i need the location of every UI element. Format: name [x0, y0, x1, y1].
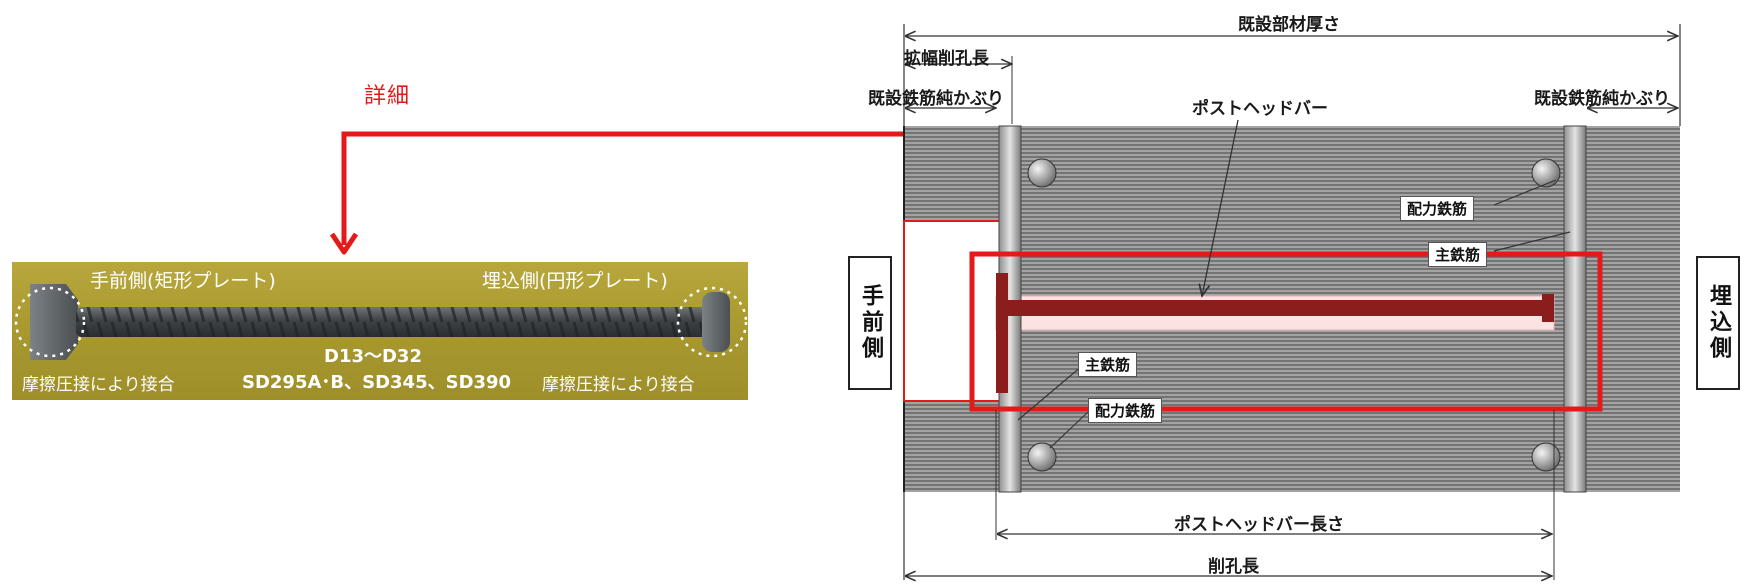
- distribution-rebar-right: [1563, 125, 1587, 493]
- post-head-bar-photo: 手前側(矩形プレート) 埋込側(円形プレート) D13～D32 SD295A･B…: [12, 262, 748, 400]
- main-rebar-bottom-right: [1531, 442, 1561, 472]
- drill-length-label: 削孔長: [1208, 557, 1259, 577]
- post-head-bar-circ-plate: [1542, 294, 1554, 322]
- main-bar-bottom-leader: [1017, 365, 1083, 421]
- main-rebar-top-right: [1531, 158, 1561, 188]
- main-rebar-top-left: [1027, 158, 1057, 188]
- main-bar-top-tag: 主鉄筋: [1428, 242, 1488, 267]
- post-head-bar-leader: [1202, 119, 1239, 296]
- detail-label: 詳細: [364, 84, 411, 109]
- steel-grades: SD295A･B、SD345、SD390: [242, 372, 512, 393]
- distribution-bar-bottom-leader: [1049, 411, 1089, 449]
- circular-plate: [702, 292, 730, 352]
- distribution-bar-bottom-tag: 配力鉄筋: [1088, 398, 1163, 423]
- member-thickness-label: 既設部材厚さ: [1238, 15, 1340, 35]
- near-side-plate-label: 手前側(矩形プレート): [90, 270, 276, 292]
- cover-left-label: 既設鉄筋純かぶり: [868, 89, 1004, 109]
- distribution-bar-top-leader: [1493, 179, 1557, 206]
- rectangular-plate: [30, 284, 78, 360]
- main-bar-top-leader: [1493, 231, 1571, 252]
- bar-length-label: ポストヘッドバー長さ: [1174, 515, 1344, 535]
- cover-right-label: 既設鉄筋純かぶり: [1534, 89, 1670, 109]
- joint-label-left: 摩擦圧接により接合: [22, 375, 175, 395]
- bar-size-range: D13～D32: [324, 346, 422, 367]
- distribution-bar-top-tag: 配力鉄筋: [1400, 196, 1475, 221]
- main-bar-bottom-tag: 主鉄筋: [1078, 352, 1138, 377]
- embed-side-box: 埋込側: [1696, 256, 1740, 390]
- joint-circle-left: [14, 286, 86, 358]
- post-head-bar-shaft: [1006, 300, 1544, 316]
- joint-label-right: 摩擦圧接により接合: [542, 375, 695, 395]
- post-head-bar-label: ポストヘッドバー: [1192, 99, 1328, 119]
- embed-side-plate-label: 埋込側(円形プレート): [482, 270, 668, 292]
- detail-highlight-box: [969, 251, 1603, 412]
- main-rebar-bottom-left: [1027, 442, 1057, 472]
- threaded-bar-image: [14, 284, 748, 360]
- post-head-bar-rect-plate: [996, 273, 1008, 393]
- joint-circle-right: [676, 286, 748, 358]
- near-side-box: 手前側: [848, 256, 892, 390]
- widening-drill-length-label: 拡幅削孔長: [904, 49, 989, 69]
